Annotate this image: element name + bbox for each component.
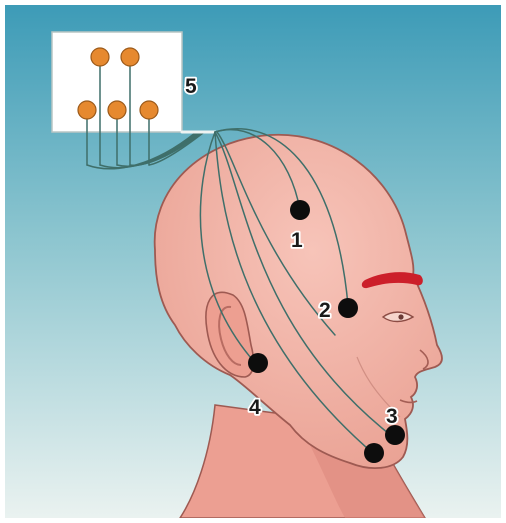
eye-pupil: [398, 314, 403, 319]
electrode-2: [338, 298, 358, 318]
head-electrode-diagram: 1 2 3 4 5: [5, 5, 501, 518]
electrode-5: [364, 443, 384, 463]
connector-pad: [121, 48, 139, 66]
connector-pad: [108, 101, 126, 119]
label-electrode-4: 4: [249, 396, 261, 419]
electrode-1: [290, 200, 310, 220]
connector-pad: [78, 101, 96, 119]
connector-pad: [140, 101, 158, 119]
label-connector-box: 5: [185, 75, 197, 98]
electrode-3: [385, 425, 405, 445]
diagram-stage: 1 2 3 4 5: [5, 5, 501, 518]
electrode-4: [248, 353, 268, 373]
label-electrode-2: 2: [319, 299, 331, 322]
connector-pad: [91, 48, 109, 66]
label-electrode-1: 1: [291, 229, 303, 252]
label-electrode-3: 3: [386, 405, 398, 428]
